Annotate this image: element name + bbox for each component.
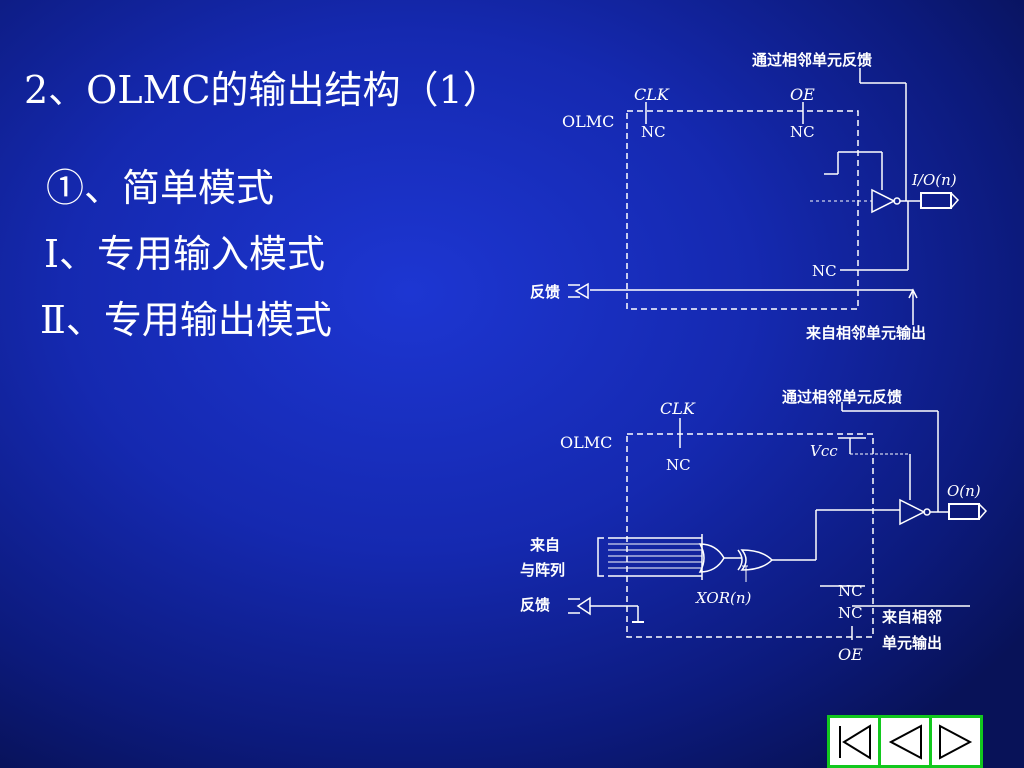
olmc-label-2: OLMC — [560, 433, 612, 452]
or-gate-icon — [698, 543, 725, 573]
nc-oe-label: NC — [790, 123, 815, 141]
xor-gate-icon — [740, 549, 774, 571]
feedback-label: 反馈 — [530, 283, 560, 301]
from-neighbor-output-label: 来自相邻单元输出 — [805, 324, 926, 342]
olmc-dedicated-input-diagram: 通过相邻单元反馈 CLK OE OLMC NC NC I/O(n) NC 反馈 … — [530, 51, 960, 342]
previous-slide-button[interactable] — [878, 718, 929, 765]
oe-label: OE — [790, 85, 815, 104]
tristate-buffer-icon — [871, 188, 896, 214]
mode-item-simple: ①、简单模式 — [46, 166, 275, 210]
olmc-dedicated-output-diagram: 通过相邻单元反馈 CLK OLMC NC Vcc O(n) 来自 与阵列 反馈 … — [520, 388, 988, 664]
nc-label-2: NC — [838, 604, 863, 622]
mode-item-dedicated-output: Ⅱ、专用输出模式 — [40, 298, 332, 342]
nc-clk-label-2: NC — [666, 456, 691, 474]
nc-label-1: NC — [838, 582, 863, 600]
slide-title: 2、OLMC的输出结构（1） — [24, 68, 501, 112]
first-slide-button[interactable] — [830, 718, 878, 765]
oe-label-2: OE — [838, 645, 863, 664]
feedback-via-neighbor-label: 通过相邻单元反馈 — [752, 51, 872, 69]
clk-label: CLK — [634, 85, 670, 104]
olmc-label: OLMC — [562, 112, 614, 131]
from-neighbor-label-line1: 来自相邻 — [881, 608, 942, 626]
next-slide-button[interactable] — [929, 718, 980, 765]
feedback-buffer-icon — [574, 282, 589, 300]
clk-label-2: CLK — [660, 399, 696, 418]
io-pin-label: I/O(n) — [911, 171, 957, 189]
previous-slide-icon — [888, 723, 922, 760]
output-pin-label: O(n) — [947, 482, 981, 500]
output-buffer-icon — [899, 498, 926, 526]
vcc-label: Vcc — [810, 442, 838, 460]
feedback-via-neighbor-label-2: 通过相邻单元反馈 — [782, 388, 902, 406]
from-and-array-label-line1: 来自 — [529, 536, 560, 554]
nc-bottom-label: NC — [812, 262, 837, 280]
next-slide-icon — [939, 723, 973, 760]
from-and-array-label-line2: 与阵列 — [520, 561, 565, 579]
feedback-label-2: 反馈 — [520, 596, 550, 614]
from-neighbor-label-line2: 单元输出 — [882, 634, 942, 652]
nc-clk-label: NC — [641, 123, 666, 141]
output-pad-icon — [948, 503, 980, 520]
first-slide-icon — [839, 723, 871, 760]
xor-label: XOR(n) — [695, 589, 752, 607]
feedback-buffer-icon-2 — [576, 596, 591, 616]
mode-item-dedicated-input: Ⅰ、专用输入模式 — [44, 232, 326, 276]
slide-navigation-bar — [827, 715, 983, 768]
io-pad-icon — [920, 192, 952, 209]
